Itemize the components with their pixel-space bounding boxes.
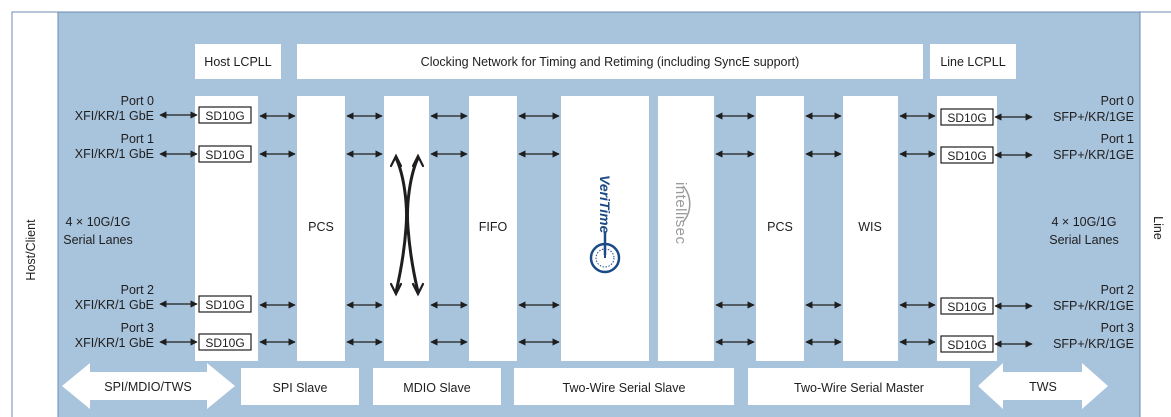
fifo-column — [469, 96, 517, 361]
spi-slave-label: SPI Slave — [273, 381, 328, 395]
line-lcpll-block — [930, 44, 1016, 79]
line-port-3-name: Port 3 — [1101, 321, 1134, 335]
intellisec-column — [658, 96, 714, 361]
line-label: Line — [1151, 216, 1165, 240]
line-lanes-line2: Serial Lanes — [1049, 233, 1119, 247]
twsi-slave-label: Two-Wire Serial Slave — [563, 381, 686, 395]
line-port-2-name: Port 2 — [1101, 283, 1134, 297]
host-sd10g-2 — [198, 295, 252, 313]
line-port-0-type: SFP+/KR/1GE — [1053, 110, 1134, 124]
clocking-network-label: Clocking Network for Timing and Retiming… — [421, 55, 800, 69]
veritime-column — [561, 96, 649, 361]
pcs-host-column — [297, 96, 345, 361]
host-port-arrows — [159, 111, 198, 346]
host-sd10g-0-label: SD10G — [205, 109, 244, 123]
line-sd10g-3-label: SD10G — [947, 338, 986, 352]
host-port-1-name: Port 1 — [121, 132, 154, 146]
veritime-label: VeriTime — [597, 175, 613, 234]
line-port-1-name: Port 1 — [1101, 132, 1134, 146]
line-port-0-name: Port 0 — [1101, 94, 1134, 108]
host-port-0-name: Port 0 — [121, 94, 154, 108]
host-port-0-type: XFI/KR/1 GbE — [75, 109, 154, 123]
crossbar-icon — [389, 153, 425, 297]
spi-slave-block — [241, 368, 359, 405]
twsi-master-block — [748, 368, 970, 405]
host-iface-arrow — [62, 363, 235, 409]
pcs-line-label: PCS — [767, 220, 793, 234]
stopwatch-icon — [589, 242, 621, 274]
host-sd10g-2-label: SD10G — [205, 298, 244, 312]
pcs-host-label: PCS — [308, 220, 334, 234]
host-lcpll-label: Host LCPLL — [204, 55, 271, 69]
line-serdes-column — [937, 96, 997, 361]
line-iface-label: TWS — [1029, 380, 1057, 394]
host-port-1-type: XFI/KR/1 GbE — [75, 147, 154, 161]
intellisec-logo: intellisec — [672, 182, 691, 245]
host-port-2-type: XFI/KR/1 GbE — [75, 298, 154, 312]
line-sd10g-2-label: SD10G — [947, 300, 986, 314]
line-port-3-type: SFP+/KR/1GE — [1053, 337, 1134, 351]
host-sd10g-3-label: SD10G — [205, 336, 244, 350]
mdio-slave-label: MDIO Slave — [403, 381, 470, 395]
host-port-3-name: Port 3 — [121, 321, 154, 335]
host-lanes-line1: 4 × 10G/1G — [66, 215, 131, 229]
line-sd10g-0-label: SD10G — [947, 111, 986, 125]
line-bar — [1139, 11, 1171, 417]
host-sd10g-3 — [198, 333, 252, 351]
line-sd10g-0 — [940, 108, 994, 126]
line-port-1-type: SFP+/KR/1GE — [1053, 148, 1134, 162]
host-lcpll-block — [195, 44, 281, 79]
line-sd10g-3 — [940, 335, 994, 353]
host-sd10g-1 — [198, 145, 252, 163]
host-sd10g-1-label: SD10G — [205, 148, 244, 162]
datapath-arrows — [259, 112, 936, 346]
line-port-arrows — [994, 113, 1033, 348]
host-iface-label: SPI/MDIO/TWS — [104, 380, 192, 394]
host-serdes-column — [195, 96, 258, 361]
mdio-slave-block — [373, 368, 501, 405]
twsi-slave-block — [514, 368, 734, 405]
host-port-3-type: XFI/KR/1 GbE — [75, 336, 154, 350]
pcs-line-column — [756, 96, 804, 361]
host-sd10g-0 — [198, 106, 252, 124]
twsi-master-label: Two-Wire Serial Master — [794, 381, 924, 395]
host-client-bar — [11, 11, 59, 417]
host-port-2-name: Port 2 — [121, 283, 154, 297]
line-lcpll-label: Line LCPLL — [940, 55, 1005, 69]
line-sd10g-1 — [940, 146, 994, 164]
veritime-logo: VeriTime — [589, 175, 621, 274]
intellisec-label: intellisec — [672, 182, 689, 245]
fifo-label: FIFO — [479, 220, 508, 234]
clocking-network-block — [297, 44, 923, 79]
line-lanes-line1: 4 × 10G/1G — [1052, 215, 1117, 229]
line-iface-arrow — [978, 363, 1108, 409]
line-port-2-type: SFP+/KR/1GE — [1053, 299, 1134, 313]
host-lanes-line2: Serial Lanes — [63, 233, 133, 247]
wis-label: WIS — [858, 220, 882, 234]
line-sd10g-1-label: SD10G — [947, 149, 986, 163]
host-client-label: Host/Client — [24, 219, 38, 281]
line-sd10g-2 — [940, 297, 994, 315]
wis-column — [843, 96, 898, 361]
